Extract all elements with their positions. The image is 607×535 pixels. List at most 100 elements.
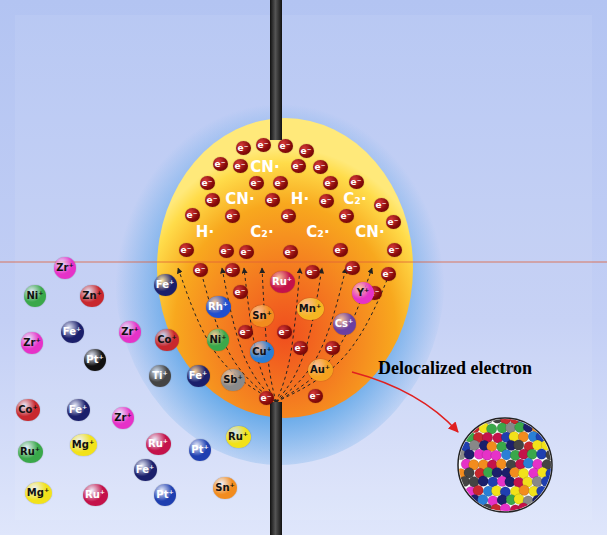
ball [533, 495, 543, 505]
electron-path [222, 268, 276, 402]
electron-particle: e⁻ [249, 176, 264, 190]
electron-particle: e⁻ [281, 209, 296, 223]
guide-line [0, 262, 607, 263]
ion-symbol: Ru⁺ [85, 490, 105, 500]
electron-particle: e⁻ [349, 175, 364, 189]
electron-particle: e⁻ [273, 176, 288, 190]
electron-particle: e⁻ [325, 341, 340, 355]
ball [513, 440, 523, 450]
ion-symbol: Pt⁺ [156, 490, 173, 500]
ion-symbol: Ni⁺ [209, 335, 226, 345]
electron-symbol: e⁻ [327, 344, 338, 353]
metal-ion: Mg⁺ [70, 434, 97, 456]
electron-particle: e⁻ [345, 261, 360, 275]
ion-symbol: Zr⁺ [114, 413, 131, 423]
metal-ion: Ni⁺ [207, 329, 229, 351]
metal-ion: Mg⁺ [25, 482, 52, 504]
ball [491, 504, 501, 514]
electron-symbol: e⁻ [227, 266, 238, 275]
metal-ion: Zn⁺ [80, 285, 104, 307]
electron-symbol: e⁻ [181, 246, 192, 255]
ball [457, 487, 467, 497]
ball [532, 476, 542, 486]
electron-symbol: e⁻ [241, 248, 252, 257]
ion-symbol: Pt⁺ [86, 355, 103, 365]
electron-particle: e⁻ [236, 141, 251, 155]
electron-symbol: e⁻ [235, 288, 246, 297]
metal-ion: Ru⁺ [226, 426, 251, 448]
radical-label: H· [196, 225, 214, 240]
electron-path [178, 268, 276, 402]
metal-ion: Fe⁺ [61, 321, 84, 343]
ball [537, 505, 547, 515]
ball [536, 449, 546, 459]
electron-symbol: e⁻ [383, 270, 394, 279]
ion-symbol: Mg⁺ [72, 440, 94, 450]
electron-symbol: e⁻ [285, 248, 296, 257]
electron-particle: e⁻ [305, 265, 320, 279]
electron-particle: e⁻ [259, 391, 274, 405]
ion-symbol: Fe⁺ [156, 280, 175, 290]
electron-symbol: e⁻ [280, 142, 291, 151]
electron-particle: e⁻ [387, 243, 402, 257]
electron-particle: e⁻ [277, 325, 292, 339]
electron-particle: e⁻ [193, 263, 208, 277]
electron-particle: e⁻ [179, 243, 194, 257]
electron-symbol: e⁻ [341, 212, 352, 221]
metal-ion: Zr⁺ [119, 321, 141, 343]
electron-symbol: e⁻ [301, 147, 312, 156]
electron-symbol: e⁻ [293, 162, 304, 171]
electron-symbol: e⁻ [351, 178, 362, 187]
electron-symbol: e⁻ [315, 163, 326, 172]
metal-ion: Ni⁺ [24, 285, 46, 307]
ion-symbol: Fe⁺ [189, 371, 208, 381]
electron-particle: e⁻ [323, 176, 338, 190]
electron-symbol: e⁻ [389, 246, 400, 255]
electron-symbol: e⁻ [347, 264, 358, 273]
ion-symbol: Au⁺ [310, 365, 330, 375]
metal-ion: Fe⁺ [187, 365, 210, 387]
electron-symbol: e⁻ [187, 211, 198, 220]
electron-symbol: e⁻ [207, 196, 218, 205]
radical-label: CN· [225, 192, 254, 207]
ball [455, 503, 465, 513]
electron-particle: e⁻ [278, 139, 293, 153]
ion-symbol: Zr⁺ [23, 338, 40, 348]
electron-particle: e⁻ [200, 176, 215, 190]
electron-symbol: e⁻ [307, 268, 318, 277]
radical-label: CN· [355, 225, 384, 240]
electron-symbol: e⁻ [279, 328, 290, 337]
electron-particle: e⁻ [225, 209, 240, 223]
metal-ion: Mn⁺ [297, 298, 324, 320]
electron-particle: e⁻ [185, 208, 200, 222]
electron-particle: e⁻ [283, 245, 298, 259]
radical-label: C₂· [250, 225, 273, 240]
metal-ion: Pt⁺ [189, 439, 211, 461]
plasma-glow [157, 118, 413, 418]
ball [456, 414, 466, 424]
ball [469, 422, 479, 432]
electron-particle: e⁻ [386, 215, 401, 229]
ball [523, 458, 533, 468]
electron-paths [178, 268, 392, 402]
ion-symbol: Co⁺ [157, 335, 177, 345]
electron-particle: e⁻ [238, 325, 253, 339]
ion-symbol: Fe⁺ [69, 405, 88, 415]
panel [15, 15, 592, 520]
callout-label: Delocalized electron [378, 359, 532, 377]
metal-ion: Co⁺ [155, 329, 179, 351]
metal-ion: Sb⁺ [221, 369, 245, 391]
ball [529, 504, 539, 514]
inset-circle [458, 418, 552, 512]
electron-particle: e⁻ [213, 157, 228, 171]
electron-particle: e⁻ [293, 341, 308, 355]
electron-symbol: e⁻ [261, 394, 272, 403]
electron-particle: e⁻ [381, 267, 396, 281]
electron-particle: e⁻ [333, 243, 348, 257]
electron-particle: e⁻ [313, 160, 328, 174]
metal-ion: Pt⁺ [154, 484, 176, 506]
ion-symbol: Ni⁺ [26, 291, 43, 301]
radical-label: CN· [250, 160, 279, 175]
ball [546, 413, 556, 423]
